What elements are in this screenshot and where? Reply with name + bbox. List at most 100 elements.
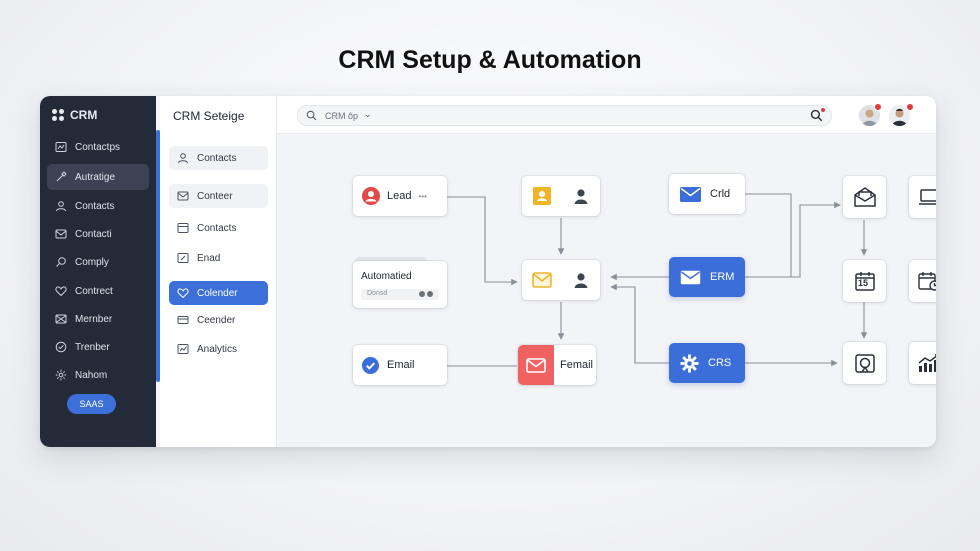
subpanel-item-label: Colender — [197, 287, 238, 299]
subpanel-item-colender[interactable]: Colender — [169, 281, 268, 305]
femail-node[interactable]: Femail — [518, 345, 596, 385]
person-icon — [178, 153, 188, 164]
check-icon — [55, 341, 67, 353]
user-photo-icon — [889, 105, 910, 126]
subpanel-item-label: Analytics — [197, 343, 238, 355]
subpanel-item-ceender[interactable]: Ceender — [169, 308, 268, 332]
contact-node-middle[interactable] — [522, 260, 600, 300]
contacts-icon — [177, 223, 189, 233]
crld-node[interactable]: Crld — [669, 174, 745, 214]
chevron-down-icon[interactable]: ⌄ — [364, 109, 372, 119]
crs-label: CRS — [708, 357, 732, 369]
calendar-tile[interactable]: 15 — [843, 260, 886, 302]
card-icon — [177, 316, 189, 324]
erm-node[interactable]: ERM — [669, 257, 745, 297]
subpanel-item-label: Enad — [197, 252, 221, 264]
topbar: ⌄ — [277, 96, 936, 134]
calendar-day: 15 — [858, 278, 869, 288]
subpanel-item-label: Conteer — [197, 190, 233, 202]
edit-icon — [177, 253, 189, 263]
contacts-icon — [55, 142, 67, 152]
check-circle-icon — [362, 356, 379, 374]
person-icon — [572, 187, 590, 205]
mail-icon — [680, 186, 701, 202]
sidebar-item-label: Autratige — [75, 171, 116, 183]
settings-subpanel: CRM Seteige Contacts Conteer Contacts En… — [160, 96, 277, 447]
main-area: ⌄ — [277, 96, 936, 447]
subpanel-item-label: Ceender — [197, 314, 236, 326]
erm-label: ERM — [710, 271, 735, 283]
mail-icon — [518, 345, 554, 385]
automated-status-bar: Donsd — [361, 289, 439, 300]
sidebar-item-label: Comply — [75, 256, 109, 268]
sidebar-item-contactps[interactable]: Contactps — [47, 134, 149, 160]
calendar-clock-icon — [918, 272, 936, 291]
subpanel-item-contacts[interactable]: Contacts — [169, 146, 268, 170]
sidebar-item-label: Trenber — [75, 341, 110, 353]
mail-icon — [55, 229, 67, 239]
automation-icon — [56, 171, 67, 182]
calendar-icon — [854, 272, 875, 291]
avatar-badge — [906, 103, 914, 111]
email-label: Email — [387, 359, 415, 371]
sidebar-item-label: Nahom — [75, 369, 108, 381]
sidebar-item-comply[interactable]: Comply — [47, 249, 149, 275]
sidebar-item-trenber[interactable]: Trenber — [47, 334, 149, 360]
magnifier-icon — [810, 109, 823, 122]
sidebar-item-contacti[interactable]: Contacti — [47, 221, 149, 247]
sidebar-item-label: Contrect — [75, 285, 113, 297]
sidebar-item-label: Contacti — [75, 228, 112, 240]
mail-icon — [177, 191, 189, 201]
automated-card[interactable]: Automatied Donsd — [353, 261, 447, 308]
laptop-tile[interactable] — [909, 176, 936, 218]
search-bar[interactable]: ⌄ — [297, 105, 832, 126]
inbox-tile[interactable] — [843, 176, 886, 218]
lead-node[interactable]: Lead ••• — [353, 176, 447, 216]
crld-label: Crld — [710, 188, 731, 200]
sidebar-item-contacts[interactable]: Contacts — [47, 193, 149, 219]
bar-chart-icon — [918, 354, 936, 372]
gear-icon — [55, 369, 67, 381]
search-input[interactable] — [325, 110, 765, 121]
workflow-canvas: Lead ••• Automatied Donsd — [277, 134, 936, 447]
envelope-open-icon — [853, 187, 876, 207]
analytics-tile[interactable] — [909, 342, 936, 384]
sidebar-item-label: Contactps — [75, 141, 121, 153]
sidebar-item-autratige[interactable]: Autratige — [47, 164, 149, 190]
search-action[interactable] — [810, 107, 826, 122]
search-icon — [306, 110, 317, 121]
subpanel-item-conteer[interactable]: Conteer — [169, 184, 268, 208]
app-window: CRM Contactps Autratige Contacts Contact… — [40, 96, 936, 447]
gear-icon — [680, 353, 699, 373]
saas-button[interactable]: SAAS — [67, 394, 116, 414]
avatar[interactable] — [889, 105, 910, 126]
sidebar-brand[interactable]: CRM — [52, 108, 97, 122]
heart-icon — [55, 286, 67, 297]
sidebar-item-contrect[interactable]: Contrect — [47, 278, 149, 304]
avatar-badge — [874, 103, 882, 111]
sidebar-item-mernber[interactable]: Mernber — [47, 306, 149, 332]
lead-dots: ••• — [418, 191, 427, 201]
crs-node[interactable]: CRS — [669, 343, 745, 383]
subpanel-item-enad[interactable]: Enad — [169, 246, 268, 270]
automated-subtext: Donsd — [367, 290, 388, 297]
subpanel-item-analytics[interactable]: Analytics — [169, 337, 268, 361]
sidebar-accent-bar — [156, 130, 160, 382]
sidebar-item-nahom[interactable]: Nahom — [47, 362, 149, 388]
mail-icon — [532, 272, 552, 288]
photo-tile[interactable] — [843, 342, 886, 384]
lead-label: Lead — [387, 190, 412, 202]
email-node[interactable]: Email — [353, 345, 447, 385]
contact-node-top[interactable] — [522, 176, 600, 216]
user-circle-icon — [362, 187, 380, 205]
schedule-tile[interactable] — [909, 260, 936, 302]
sidebar: CRM Contactps Autratige Contacts Contact… — [40, 96, 156, 447]
mail-icon — [55, 314, 67, 324]
grid-icon — [52, 109, 64, 121]
page-title: CRM Setup & Automation — [338, 46, 642, 74]
subpanel-item-contacts-2[interactable]: Contacts — [169, 216, 268, 240]
contact-card-icon — [532, 187, 551, 205]
sidebar-item-label: Mernber — [75, 313, 113, 325]
subpanel-item-label: Contacts — [197, 152, 237, 164]
notification-dot — [820, 107, 826, 113]
